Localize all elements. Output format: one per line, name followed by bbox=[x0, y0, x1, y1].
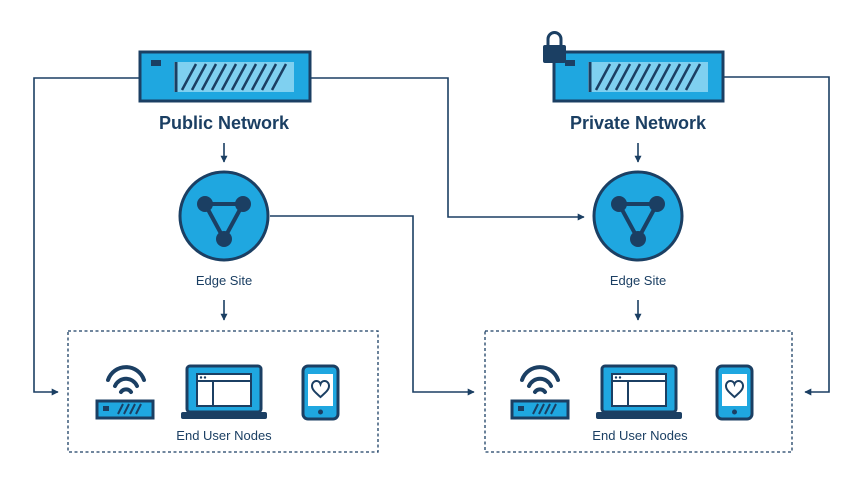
connector-private-server-to-private-nodes bbox=[723, 76, 830, 396]
public-edge-site-icon bbox=[178, 170, 270, 262]
public-network-title: Public Network bbox=[158, 113, 290, 133]
private-end-user-nodes-label: End User Nodes bbox=[592, 428, 688, 443]
public-edge-site-label: Edge Site bbox=[195, 273, 253, 288]
public-laptop-icon bbox=[181, 364, 267, 419]
private-wifi-router-icon bbox=[510, 365, 570, 420]
private-edge-site-label: Edge Site bbox=[609, 273, 667, 288]
private-server-icon bbox=[552, 50, 725, 103]
public-server-icon bbox=[138, 50, 312, 103]
private-network-title: Private Network bbox=[569, 113, 707, 133]
private-edge-site-icon bbox=[592, 170, 684, 262]
private-laptop-icon bbox=[596, 364, 682, 419]
lock-icon bbox=[543, 31, 566, 63]
public-end-user-nodes-label: End User Nodes bbox=[176, 428, 272, 443]
connector-public-server-to-public-nodes bbox=[33, 77, 140, 396]
public-phone-heart-icon bbox=[301, 364, 340, 421]
public-nodes-box bbox=[67, 330, 379, 453]
public-wifi-router-icon bbox=[95, 365, 155, 420]
private-phone-heart-icon bbox=[715, 364, 754, 421]
connector-public-edge-to-private-nodes bbox=[270, 215, 475, 396]
connector-public-server-to-private-edge bbox=[310, 77, 585, 221]
